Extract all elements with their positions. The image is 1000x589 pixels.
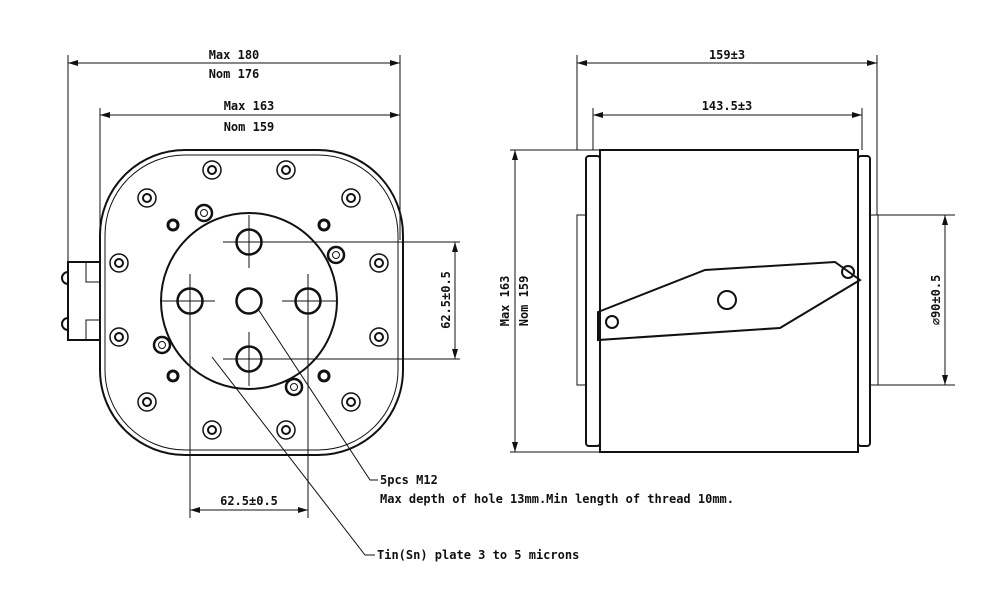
- bolt-icon: [276, 160, 296, 180]
- screw-icon: [166, 218, 180, 232]
- overall-max-label: Max 180: [209, 48, 260, 62]
- flange-diameter-label: ∅90±0.5: [929, 275, 943, 326]
- thread-note-detail: Max depth of hole 13mm.Min length of thr…: [380, 492, 734, 506]
- plating-note: Tin(Sn) plate 3 to 5 microns: [377, 548, 579, 562]
- bolt-icon: [341, 392, 361, 412]
- screw-icon: [317, 218, 331, 232]
- body-length-label: 143.5±3: [702, 99, 753, 113]
- overall-nom-label: Nom 176: [209, 67, 260, 81]
- screw-icon: [605, 315, 619, 329]
- bolt-icon: [109, 253, 129, 273]
- bracket: [597, 260, 862, 342]
- bolt-icon: [369, 327, 389, 347]
- side-view: 159±3 143.5±3 Max 163 Nom 159 ∅90±0.5: [498, 48, 955, 453]
- front-view: Max 180 Nom 176 Max 163 Nom 159 62.5±0.5…: [61, 48, 734, 562]
- outer-bolt-ring: [109, 160, 389, 440]
- bolt-icon: [202, 160, 222, 180]
- cylinder-body: [599, 149, 859, 453]
- right-flange: [857, 155, 871, 447]
- screw-icon: [166, 369, 180, 383]
- tool-flange-circle: [160, 212, 338, 390]
- bolt-icon: [341, 188, 361, 208]
- bolt-icon: [109, 327, 129, 347]
- bolt-icon: [276, 420, 296, 440]
- horizontal-hole-spacing: 62.5±0.5: [220, 494, 278, 508]
- overall-length-label: 159±3: [709, 48, 745, 62]
- pin-icon: [326, 245, 346, 265]
- body-nom-label: Nom 159: [224, 120, 275, 134]
- screw-icon: [841, 265, 855, 279]
- height-nom-label: Nom 159: [517, 276, 531, 327]
- pin-icon: [194, 203, 214, 223]
- bolt-icon: [369, 253, 389, 273]
- pin-icon: [152, 335, 172, 355]
- pin-icon: [284, 377, 304, 397]
- bolt-icon: [137, 188, 157, 208]
- thread-hole: [235, 287, 263, 315]
- bolt-icon: [137, 392, 157, 412]
- connector: [61, 261, 101, 341]
- plate-outline: [99, 149, 404, 456]
- screw-icon: [317, 369, 331, 383]
- body-max-label: Max 163: [224, 99, 275, 113]
- left-flange: [585, 155, 601, 447]
- height-max-label: Max 163: [498, 276, 512, 327]
- vertical-hole-spacing: 62.5±0.5: [439, 271, 453, 329]
- bolt-icon: [202, 420, 222, 440]
- thread-note-title: 5pcs M12: [380, 473, 438, 487]
